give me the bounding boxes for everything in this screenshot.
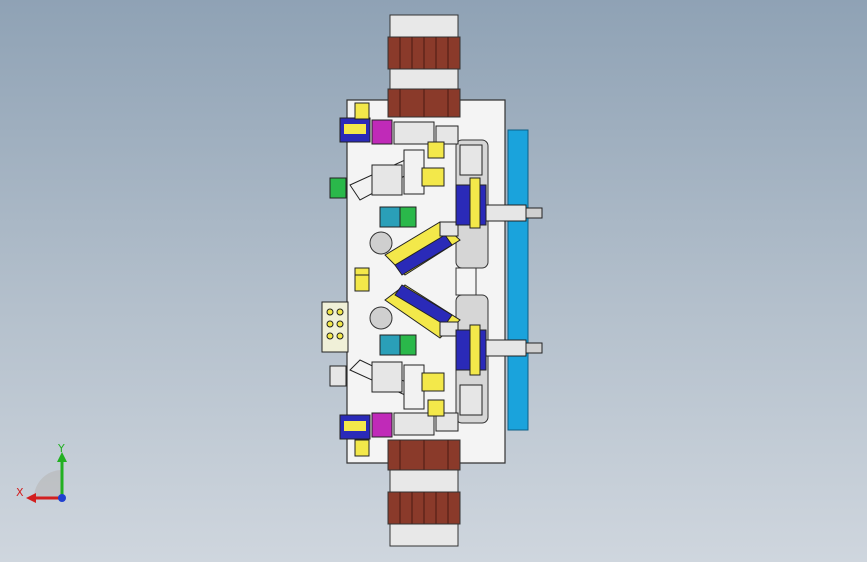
clamp-right-upper [455,144,543,229]
clamp-cluster-left-lower [321,301,459,440]
hole-upper [369,231,393,255]
y-axis-arrow [57,452,67,462]
top-mount-block [387,14,461,118]
center-clamp-upper [384,221,461,276]
clamp-right-lower [455,324,543,416]
axis-triad [26,452,67,503]
hinge-part [354,439,370,457]
notch-upper [455,267,477,296]
z-axis-dot [58,494,66,502]
center-clamp-lower [384,284,461,339]
bottom-mount-block [387,439,461,547]
x-axis-label: X [16,486,24,499]
hinge-part [354,102,370,120]
y-axis-label: Y [58,442,65,455]
x-axis-arrow [26,493,36,503]
side-rail [507,129,529,431]
hinge-part [354,274,370,292]
clamp-cluster-left-upper [329,117,459,228]
hole-lower [369,306,393,330]
